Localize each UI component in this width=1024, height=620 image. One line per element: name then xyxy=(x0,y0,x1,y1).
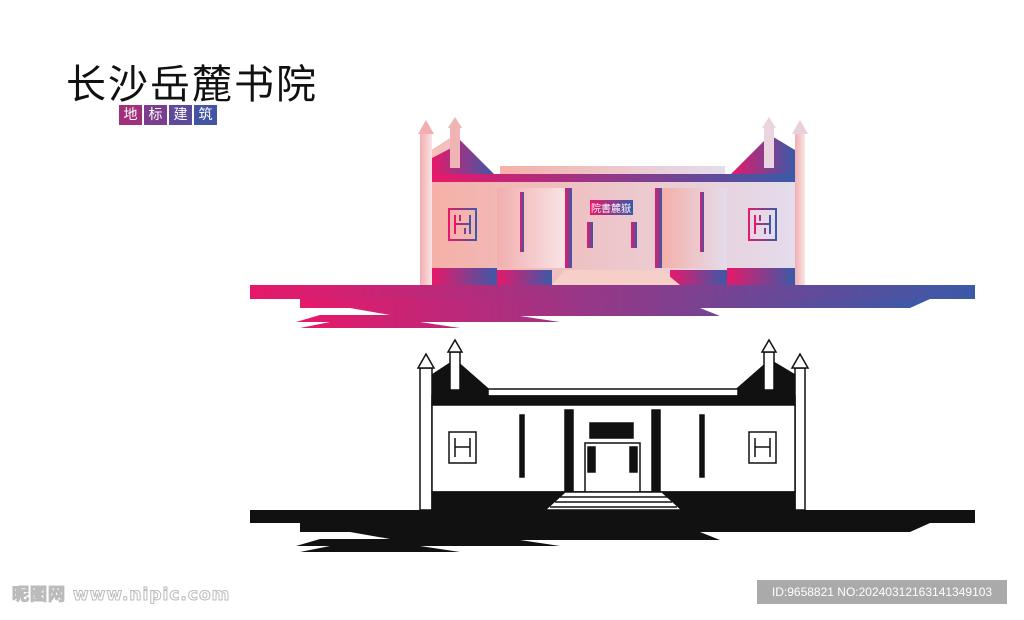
watermark-site: 昵图网 www.nipic.com xyxy=(11,585,231,606)
page-title: 长沙岳麓书院 xyxy=(66,62,318,108)
lattice-window-icon xyxy=(448,208,777,241)
subtitle-char: 地 xyxy=(119,105,142,125)
plaque-text: 院書麓嶽 xyxy=(591,202,631,215)
outline-building xyxy=(416,338,810,511)
black-ground xyxy=(250,510,975,552)
name-plaque xyxy=(590,200,633,215)
subtitle-char: 建 xyxy=(169,105,192,125)
subtitle-char: 标 xyxy=(144,105,167,125)
subtitle-tags: 地 标 建 筑 xyxy=(119,105,217,125)
colored-building: 院書麓嶽 xyxy=(418,117,808,285)
colored-ground xyxy=(250,285,975,328)
subtitle-char: 筑 xyxy=(194,105,217,125)
watermark-id: ID:9658821 NO:20240312163141349103 xyxy=(757,580,1007,604)
